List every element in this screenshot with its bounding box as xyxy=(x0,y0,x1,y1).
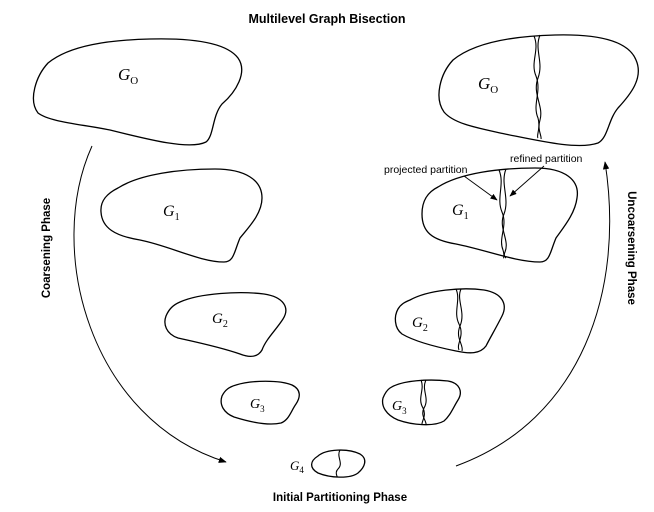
coarsening-arrow xyxy=(73,145,227,463)
graph-g2-left-label: G2 xyxy=(212,311,228,330)
uncoarsening-phase-label: Uncoarsening Phase xyxy=(625,191,637,305)
projected-partition-arrow xyxy=(463,175,498,201)
refined-partition-label: refined partition xyxy=(510,153,583,165)
graph-g0-left xyxy=(32,38,243,146)
graph-g4-label: G4 xyxy=(290,458,304,475)
graph-g2-right xyxy=(394,288,505,354)
graph-g1-left-label: G1 xyxy=(163,203,180,223)
g2-cut-b xyxy=(457,288,463,352)
graph-g4 xyxy=(310,449,366,478)
graph-g2-left xyxy=(164,292,287,357)
uncoarsening-arrow xyxy=(455,161,611,467)
graph-g3-left xyxy=(220,380,300,425)
g4-partition-cut xyxy=(335,449,341,478)
projected-partition-label: projected partition xyxy=(384,164,468,176)
graph-g0-right-label: GO xyxy=(478,74,498,96)
graph-g1-left xyxy=(100,168,263,263)
g2-cut-a xyxy=(455,288,462,351)
g0-refined-cut-b xyxy=(535,34,542,140)
graph-g3-left-label: G3 xyxy=(250,397,265,414)
g1-projected-cut xyxy=(498,169,505,259)
diagram-title: Multilevel Graph Bisection xyxy=(249,12,406,26)
graph-g2-right-label: G2 xyxy=(412,315,428,334)
graph-g0-left-label: GO xyxy=(118,65,138,87)
g1-refined-cut xyxy=(501,168,507,259)
graph-g1-right-label: G1 xyxy=(452,202,469,222)
graph-g3-right-label: G3 xyxy=(392,399,407,416)
refined-partition-arrow xyxy=(509,165,545,197)
graph-g0-right xyxy=(438,34,639,147)
coarsening-phase-label: Coarsening Phase xyxy=(41,198,53,298)
initial-partitioning-phase-label: Initial Partitioning Phase xyxy=(273,492,407,504)
g0-refined-cut-a xyxy=(533,35,540,139)
graph-g1-right xyxy=(421,167,578,263)
g3-cut-a xyxy=(420,379,425,426)
g3-cut-b xyxy=(422,379,427,426)
